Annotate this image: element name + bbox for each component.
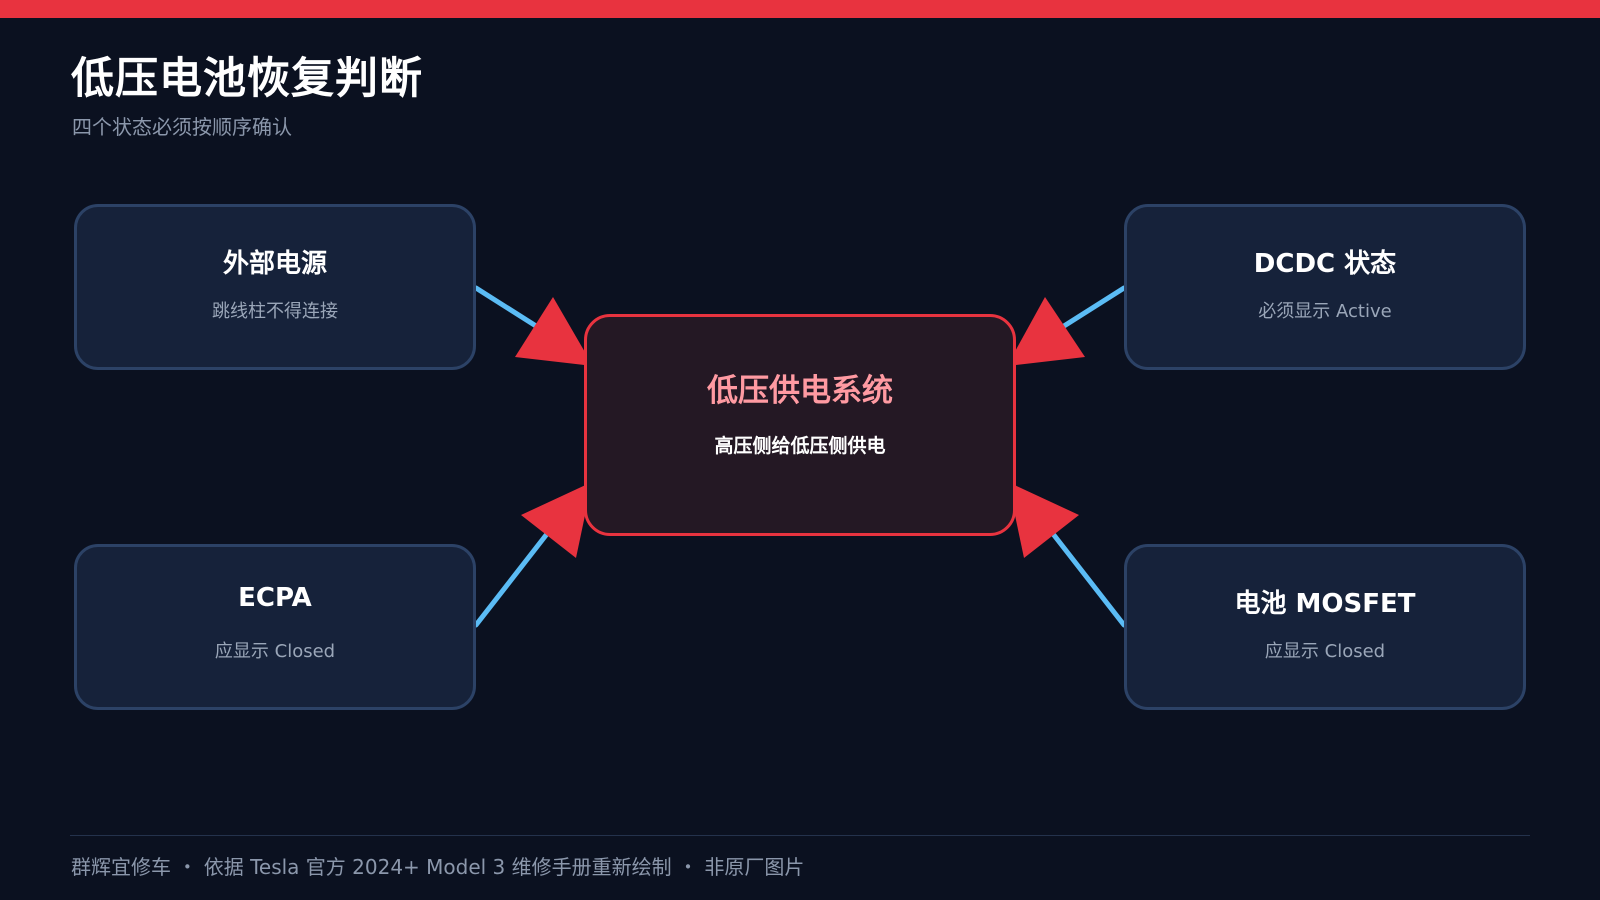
node-desc: 应显示 Closed: [1264, 641, 1386, 662]
node-title: ECPA: [238, 583, 312, 613]
node-desc: 跳线柱不得连接: [212, 301, 338, 322]
page-title: 低压电池恢复判断: [71, 54, 423, 104]
arrow-head: [521, 482, 592, 558]
node-dcdc: DCDC 状态 必须显示 Active: [1124, 204, 1526, 370]
node-title: 外部电源: [222, 249, 327, 279]
connector-dcdc: [1007, 285, 1127, 366]
footer-divider: [70, 835, 1530, 836]
connector-line: [1061, 285, 1127, 329]
node-title: 电池 MOSFET: [1234, 589, 1416, 619]
footer-text: 群辉宜修车 ・ 依据 Tesla 官方 2024+ Model 3 维修手册重新…: [71, 855, 805, 879]
center-title: 低压供电系统: [707, 373, 893, 409]
node-external-power: 外部电源 跳线柱不得连接: [74, 204, 476, 370]
node-mosfet: 电池 MOSFET 应显示 Closed: [1124, 544, 1526, 710]
center-node-low-voltage-system: 低压供电系统 高压侧给低压侧供电: [584, 314, 1016, 536]
connector-ecpa: [473, 482, 592, 628]
node-ecpa: ECPA 应显示 Closed: [74, 544, 476, 710]
arrow-head: [1007, 297, 1085, 366]
connector-external-power: [473, 285, 593, 366]
node-desc: 应显示 Closed: [214, 641, 336, 662]
connector-line: [473, 527, 553, 628]
connector-line: [1047, 527, 1127, 628]
arrow-head: [1008, 482, 1079, 558]
connector-line: [473, 285, 539, 329]
page-subtitle: 四个状态必须按顺序确认: [72, 115, 292, 139]
node-title: DCDC 状态: [1253, 249, 1397, 279]
arrow-head: [515, 297, 593, 366]
top-accent-bar: [0, 0, 1600, 18]
node-desc: 必须显示 Active: [1258, 301, 1392, 322]
connector-mosfet: [1008, 482, 1127, 628]
center-desc: 高压侧给低压侧供电: [714, 435, 886, 457]
